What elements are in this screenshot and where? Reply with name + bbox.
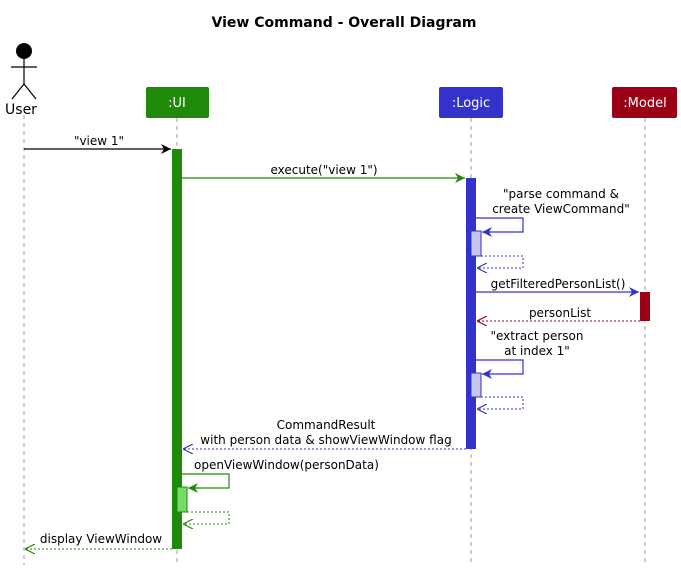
message-label-line-2: with person data & showViewWindow flag [200, 433, 451, 447]
messages: "view 1" execute("view 1") "parse comman… [24, 134, 640, 549]
activations [172, 149, 650, 549]
participant-ui: :UI [146, 87, 209, 118]
message-label-line-1: "parse command & [503, 187, 619, 201]
message-label: getFilteredPersonList() [491, 277, 626, 291]
message-arrow [476, 217, 524, 237]
diagram-title: View Command - Overall Diagram [212, 15, 477, 31]
actor-head-icon [16, 43, 32, 59]
actor-left-leg [11, 83, 25, 100]
message-command-result: CommandResult with person data & showVie… [183, 418, 466, 449]
message-extract-return [477, 396, 524, 409]
message-view-1: "view 1" [24, 134, 171, 154]
message-arrow [477, 255, 524, 268]
message-label-line-1: "extract person [490, 329, 583, 343]
message-arrow [182, 473, 230, 493]
participant-model-box [612, 87, 677, 118]
participant-logic-label: :Logic [452, 96, 490, 111]
message-label-line-1: CommandResult [277, 418, 376, 432]
message-person-list: personList [477, 306, 640, 321]
participant-model-label: :Model [623, 96, 666, 111]
message-label-line-2: at index 1" [504, 344, 570, 358]
activation-logic [466, 178, 476, 449]
message-parse-return [477, 255, 524, 268]
message-extract-person: "extract person at index 1" [476, 329, 584, 379]
message-label-line-2: create ViewCommand" [492, 202, 630, 216]
activation-logic-nested-1 [470, 230, 482, 257]
participant-ui-label: :UI [168, 96, 186, 111]
message-open-view-window-return [183, 511, 230, 524]
actor-user: User [5, 43, 37, 118]
participant-ui-box [146, 87, 209, 118]
message-arrow [476, 359, 524, 379]
message-display-view-window: display ViewWindow [25, 532, 172, 549]
message-get-filtered-person-list: getFilteredPersonList() [476, 277, 639, 297]
activation-ui [172, 149, 182, 549]
message-label: execute("view 1") [270, 163, 377, 177]
activation-logic-nested-2 [470, 372, 482, 398]
message-arrow [183, 511, 230, 524]
message-label: "view 1" [74, 134, 124, 148]
participant-logic: :Logic [439, 87, 503, 118]
message-execute: execute("view 1") [182, 163, 465, 183]
message-label: personList [529, 306, 591, 320]
actor-right-leg [23, 83, 37, 100]
message-open-view-window: openViewWindow(personData) [182, 458, 379, 493]
message-arrow [477, 396, 524, 409]
actor-user-label: User [5, 102, 37, 118]
activation-model [640, 292, 650, 321]
message-parse-command: "parse command & create ViewCommand" [476, 187, 630, 237]
message-label: openViewWindow(personData) [194, 458, 379, 472]
participant-model: :Model [612, 87, 677, 118]
message-label: display ViewWindow [40, 532, 162, 546]
activation-ui-nested [176, 486, 188, 513]
participant-logic-box [439, 87, 503, 118]
